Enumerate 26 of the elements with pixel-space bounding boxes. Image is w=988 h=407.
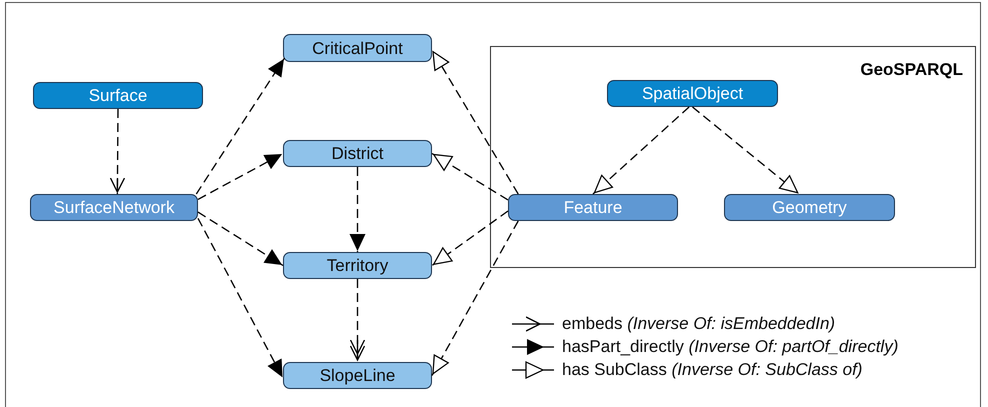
dashed-arrow bbox=[432, 152, 508, 200]
class-box: District bbox=[283, 140, 432, 167]
class-box: Territory bbox=[283, 252, 432, 279]
group-title: GeoSPARQL bbox=[860, 59, 963, 81]
class-box: SpatialObject bbox=[607, 80, 778, 107]
class-box: Geometry bbox=[724, 194, 895, 221]
dashed-arrow bbox=[431, 50, 519, 194]
dashed-arrow bbox=[196, 58, 286, 194]
class-box: SlopeLine bbox=[283, 362, 432, 389]
dashed-arrow bbox=[198, 152, 284, 200]
dashed-arrow bbox=[432, 210, 508, 266]
class-box: SurfaceNetwork bbox=[30, 194, 198, 221]
dashed-arrow bbox=[692, 106, 800, 194]
legend-text: has SubClass (Inverse Of: SubClass of) bbox=[562, 359, 862, 382]
dashed-arrow bbox=[350, 167, 366, 252]
dashed-arrow bbox=[110, 109, 126, 194]
dashed-arrow bbox=[431, 220, 519, 376]
group-frame bbox=[490, 46, 976, 268]
class-box: Feature bbox=[508, 194, 678, 221]
legend-text: embeds (Inverse Of: isEmbeddedIn) bbox=[562, 313, 836, 336]
legend-text: hasPart_directly (Inverse Of: partOf_directly) bbox=[562, 336, 898, 358]
dashed-arrow bbox=[197, 218, 284, 378]
dashed-arrow bbox=[198, 212, 284, 266]
class-box: CriticalPoint bbox=[283, 34, 432, 62]
dashed-arrow bbox=[592, 106, 690, 194]
class-box: Surface bbox=[33, 82, 203, 109]
